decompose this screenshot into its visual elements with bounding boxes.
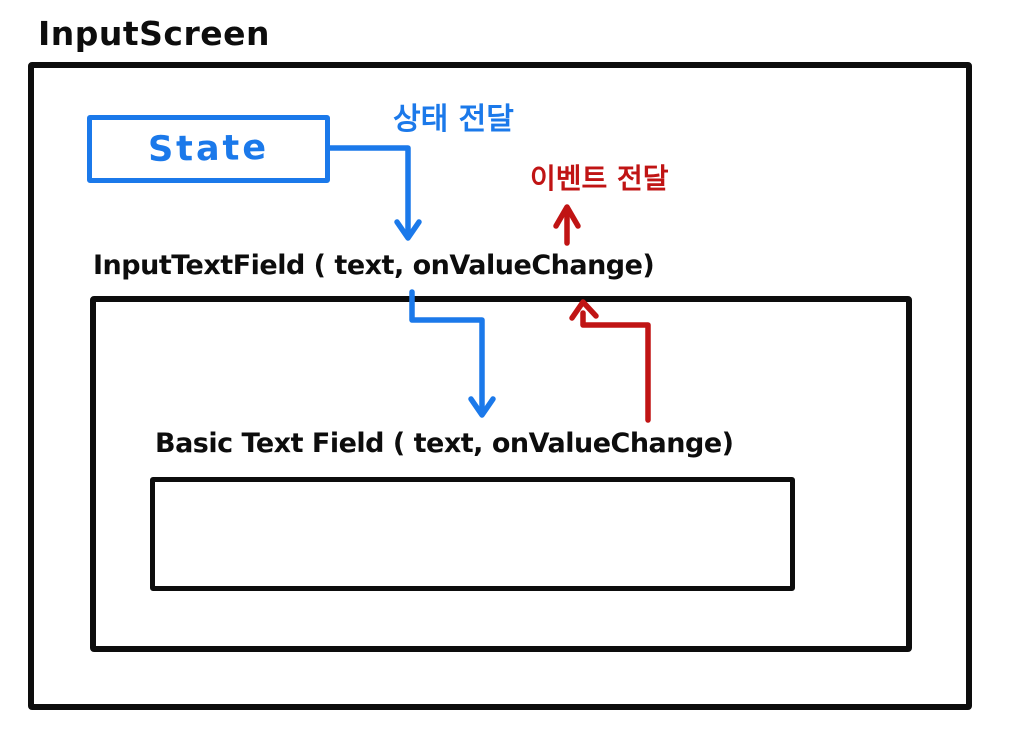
state-box-label: State bbox=[147, 127, 270, 171]
page-title: InputScreen bbox=[38, 14, 271, 53]
basic-text-field-box bbox=[150, 477, 795, 591]
input-text-field-signature: InputTextField ( text, onValueChange) bbox=[93, 250, 655, 281]
state-box: State bbox=[87, 115, 330, 183]
input-text-field-box bbox=[90, 296, 912, 652]
state-pass-label: 상태 전달 bbox=[393, 102, 514, 137]
input-screen-box bbox=[28, 62, 972, 710]
event-pass-label: 이벤트 전달 bbox=[530, 162, 669, 195]
basic-text-field-signature: Basic Text Field ( text, onValueChange) bbox=[155, 428, 734, 459]
